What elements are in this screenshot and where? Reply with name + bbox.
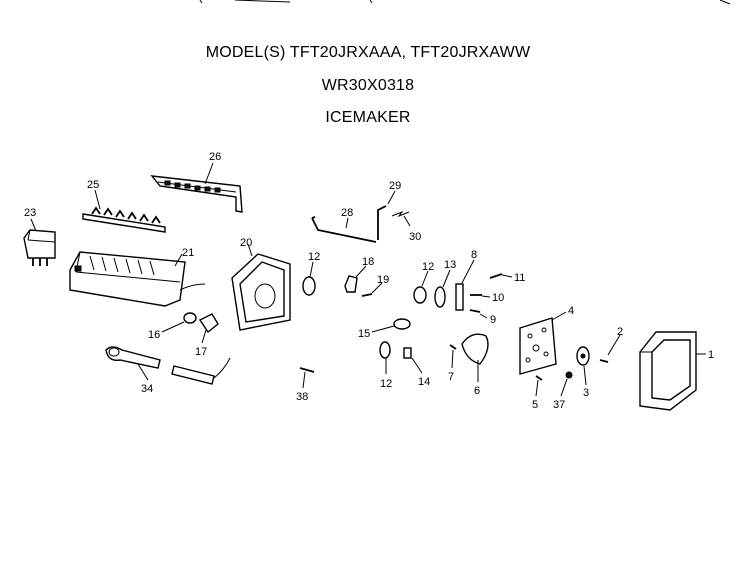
part-number-title: WR30X0318: [321, 77, 415, 94]
top-edge-marks: [199, 0, 731, 5]
part-5-screw: [535, 375, 543, 397]
part-12-c: [379, 341, 391, 374]
part-34-fill-tube: [105, 346, 161, 381]
part-29-bracket: [377, 190, 396, 240]
part-6-motor: [461, 333, 489, 382]
part-19-screw: [361, 282, 383, 297]
callout-15: 15: [358, 328, 370, 340]
callout-17: 17: [195, 346, 207, 358]
part-16-bearing: [161, 312, 197, 333]
part-28-arm: [311, 216, 377, 243]
part-20-housing: [231, 243, 291, 331]
callout-2: 2: [617, 326, 623, 338]
part-7-screw: [449, 344, 457, 369]
part-12-a: [302, 261, 316, 296]
callout-12-c: 12: [380, 378, 392, 390]
callout-16: 16: [148, 329, 160, 341]
callout-8: 8: [471, 249, 477, 261]
part-3-gear: [576, 346, 590, 386]
part-8-bracket: [455, 259, 475, 311]
callout-1: 1: [708, 349, 714, 361]
callout-23: 23: [24, 207, 36, 219]
callout-37: 37: [553, 399, 565, 411]
part-15-thermostat: [371, 318, 411, 333]
assembly-title: ICEMAKER: [325, 109, 411, 126]
callout-25: 25: [87, 179, 99, 191]
callout-12-b: 12: [422, 261, 434, 273]
part-12-b: [413, 270, 429, 304]
callout-9: 9: [490, 314, 496, 326]
callout-13: 13: [444, 259, 456, 271]
part-30-screw: [391, 210, 411, 227]
callout-21: 21: [182, 247, 194, 259]
callout-19: 19: [377, 274, 389, 286]
callout-5: 5: [532, 399, 538, 411]
part-26-cover: [150, 162, 243, 213]
part-18-switch: [344, 265, 367, 293]
callout-7: 7: [448, 371, 454, 383]
callout-10: 10: [492, 292, 504, 304]
part-4-mounting-plate: [519, 311, 567, 375]
callout-6: 6: [474, 385, 480, 397]
callout-34: 34: [141, 383, 153, 395]
callout-18: 18: [362, 256, 374, 268]
part-2-screw: [599, 334, 621, 363]
part-38-pin: [299, 367, 315, 389]
callout-12-a: 12: [308, 251, 320, 263]
callout-14: 14: [418, 376, 430, 388]
callout-29: 29: [389, 180, 401, 192]
callout-3: 3: [583, 387, 589, 399]
part-17-ejector-blade: [198, 313, 219, 344]
part-25-ejector: [82, 189, 166, 233]
callout-30: 30: [409, 231, 421, 243]
part-23-mold-heater-box: [23, 218, 56, 266]
part-9-screw: [469, 309, 488, 319]
callout-20: 20: [240, 237, 252, 249]
part-11-screw: [489, 273, 513, 279]
part-37-fastener: [560, 371, 573, 397]
callout-38: 38: [296, 391, 308, 403]
callout-4: 4: [568, 305, 574, 317]
part-13-cam: [434, 269, 451, 308]
part-35-heater-tube: [171, 357, 231, 385]
callout-28: 28: [341, 207, 353, 219]
part-10-screw: [470, 294, 491, 298]
callout-11: 11: [514, 272, 525, 284]
part-21-ice-mold: [69, 251, 206, 307]
part-1-front-cover: [639, 331, 706, 411]
callout-26: 26: [209, 151, 221, 163]
model-title: MODEL(S) TFT20JRXAAA, TFT20JRXAWW: [205, 44, 531, 61]
part-14-switch: [403, 347, 423, 374]
